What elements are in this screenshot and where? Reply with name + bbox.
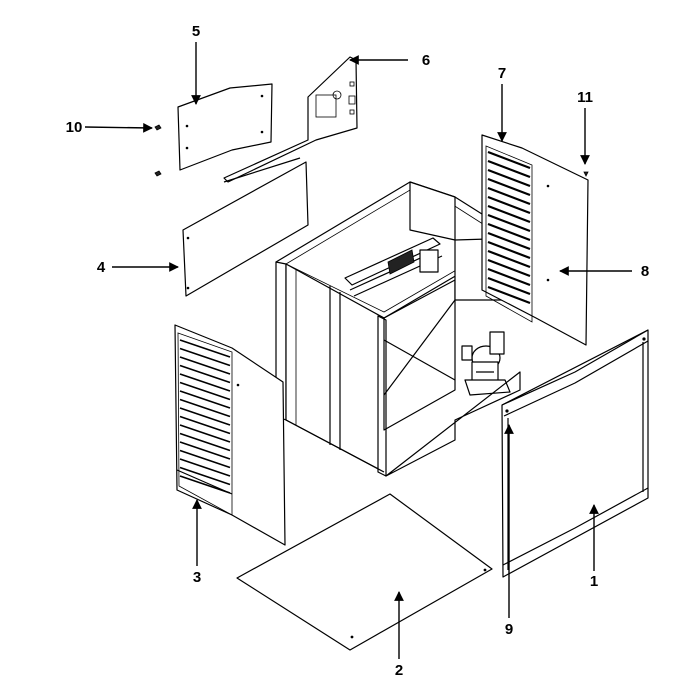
callout-2: 2 [395,662,403,679]
callout-3: 3 [193,569,201,586]
callout-11: 11 [577,89,593,106]
callout-6: 6 [422,52,430,69]
callout-9: 9 [505,621,513,638]
louver-slat [179,415,231,435]
louver-slat [179,390,231,409]
louver-slat [179,449,231,469]
louver-slat [487,204,531,224]
louver-slat [179,356,231,375]
louver-slat [487,159,531,179]
louver-slat [179,432,231,452]
bottom-plate-part [236,493,493,651]
louver-slat [179,347,231,367]
louver-slat [179,466,231,486]
cabinet-frame [275,181,521,477]
louver-slat [179,458,231,477]
left-side-panel-part [174,324,286,546]
callout-10: 10 [66,119,83,136]
louvers-left [179,339,231,494]
callout-4: 4 [97,259,106,276]
right-side-panel-part [481,134,589,346]
louvers-right [487,150,531,305]
louver-slat [487,285,531,305]
louver-slat [487,186,531,206]
louver-slat [487,177,531,197]
louver-slat [179,475,231,494]
top-panel-part [177,83,273,171]
louver-slat [179,398,231,418]
louver-slat [487,195,531,215]
callout-8: 8 [641,263,649,280]
pump-motor [461,331,511,396]
louver-slat [179,381,231,401]
callout-labels: 5 6 10 7 11 4 8 3 2 1 9 [66,23,650,679]
louver-slat [487,222,531,242]
front-panel-part [501,329,649,578]
louver-slat [487,150,531,170]
louver-slat [179,373,231,392]
louver-slat [487,168,531,188]
louver-slat [179,407,231,426]
louver-slat [487,231,531,251]
callout-1: 1 [590,573,598,590]
callout-leaders [84,42,632,659]
louver-slat [487,267,531,287]
louver-slat [179,441,231,460]
callout-7: 7 [498,65,506,82]
louver-slat [487,258,531,278]
louver-slat [487,240,531,260]
louver-slat [179,364,231,384]
louver-slat [487,249,531,269]
screw-11-part [583,171,589,177]
callout-5: 5 [192,23,200,40]
louver-slat [487,213,531,233]
louver-slat [179,424,231,443]
screws-part [154,124,162,177]
back-panel-part [182,161,309,297]
louver-slat [487,276,531,296]
louver-slat [179,339,231,358]
